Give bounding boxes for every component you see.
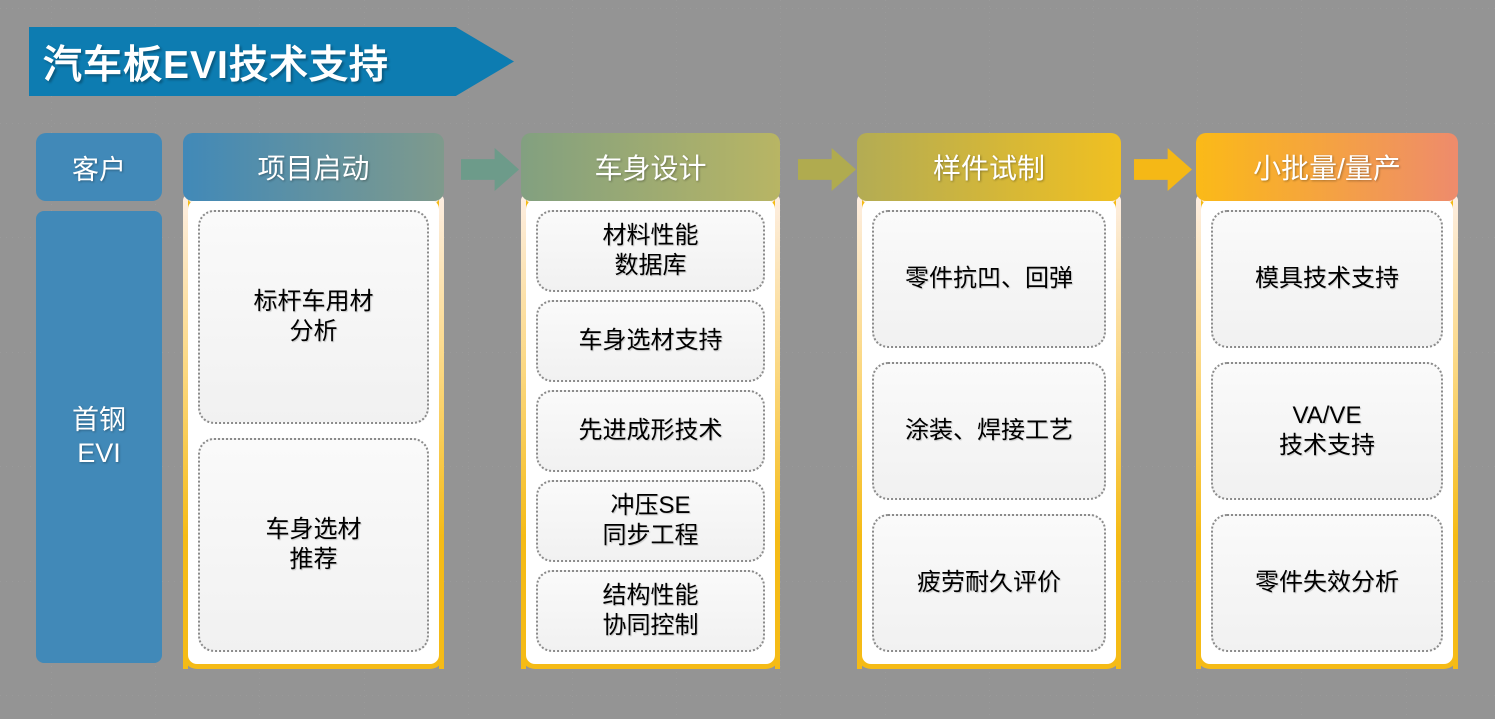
stage-card-line2: 协同控制 (602, 612, 699, 639)
stage-card[interactable]: 涂装、焊接工艺 (872, 362, 1106, 500)
stage-card[interactable]: 模具技术支持 (1211, 210, 1443, 348)
stage-card-line2: 同步工程 (602, 522, 699, 549)
stage-card-line1: 涂装、焊接工艺 (905, 416, 1073, 444)
stage-column-sample-trial[interactable]: 样件试制零件抗凹、回弹涂装、焊接工艺疲劳耐久评价 (857, 133, 1121, 669)
stage-card[interactable]: VA/VE 技术支持 (1211, 362, 1443, 500)
grid-line-vertical (468, 0, 469, 719)
stage-header-body-design[interactable]: 车身设计 (521, 133, 780, 201)
stage-card[interactable]: 结构性能协同控制 (536, 570, 765, 652)
stage-card-line2: 技术支持 (1279, 432, 1375, 459)
stage-card-line1: 疲劳耐久评价 (917, 568, 1061, 596)
customer-column: 客户 首钢 EVI (36, 133, 162, 663)
stage-body-project-kickoff: 标杆车用材分析车身选材推荐 (183, 195, 444, 669)
stage-card-line2: 推荐 (289, 546, 338, 573)
stage-card[interactable]: 标杆车用材分析 (198, 210, 429, 424)
arrow-design-to-trial (798, 148, 856, 191)
stage-header-sample-trial[interactable]: 样件试制 (857, 133, 1121, 201)
stage-column-body-design[interactable]: 车身设计材料性能数据库车身选材支持先进成形技术冲压SE 同步工程结构性能协同控制 (521, 133, 780, 669)
stage-card-line1: 零件抗凹、回弹 (905, 264, 1073, 292)
arrow-right-icon (1134, 148, 1192, 191)
stage-card-line1: 材料性能 (602, 221, 699, 249)
arrow-trial-to-production (1134, 148, 1192, 191)
stage-card-line1: 冲压SE (610, 491, 691, 519)
grid-line-horizontal (0, 8, 1495, 9)
stage-column-project-kickoff[interactable]: 项目启动标杆车用材分析车身选材推荐 (183, 133, 444, 669)
grid-line-horizontal (0, 695, 1495, 696)
stage-body-small-batch-mass-production: 模具技术支持 VA/VE 技术支持零件失效分析 (1196, 195, 1458, 669)
page-title: 汽车板EVI技术支持 (43, 43, 389, 87)
stage-card-line1: 零件失效分析 (1255, 568, 1399, 596)
stage-card[interactable]: 先进成形技术 (536, 390, 765, 472)
stage-card-line2: 数据库 (614, 252, 687, 279)
grid-line-vertical (780, 0, 781, 719)
stage-card-line1: 模具技术支持 (1255, 264, 1399, 292)
stage-card[interactable]: 车身选材推荐 (198, 438, 429, 652)
stage-card-line1: VA/VE (1292, 401, 1362, 429)
customer-header: 客户 (36, 133, 162, 201)
stage-card-line1: 先进成形技术 (578, 416, 723, 444)
stage-card[interactable]: 冲压SE 同步工程 (536, 480, 765, 562)
grid-line-horizontal (0, 123, 1495, 124)
arrow-right-icon (798, 148, 856, 191)
stage-card[interactable]: 材料性能数据库 (536, 210, 765, 292)
customer-body: 首钢 EVI (36, 211, 162, 663)
stage-body-body-design: 材料性能数据库车身选材支持先进成形技术冲压SE 同步工程结构性能协同控制 (521, 195, 780, 669)
title-banner-arrow-shape (29, 27, 514, 96)
stage-header-small-batch-mass-production[interactable]: 小批量/量产 (1196, 133, 1458, 201)
customer-body-line2: EVI (77, 438, 121, 468)
stage-card-line1: 结构性能 (602, 581, 699, 609)
stage-column-small-batch-mass-production[interactable]: 小批量/量产模具技术支持 VA/VE 技术支持零件失效分析 (1196, 133, 1458, 669)
stage-card-line1: 车身选材 (265, 515, 362, 543)
stage-card[interactable]: 车身选材支持 (536, 300, 765, 382)
stage-card[interactable]: 疲劳耐久评价 (872, 514, 1106, 652)
arrow-right-icon (461, 148, 519, 191)
stage-card-line1: 标杆车用材 (253, 287, 374, 315)
stage-header-project-kickoff[interactable]: 项目启动 (183, 133, 444, 201)
customer-body-line1: 首钢 (72, 405, 126, 436)
stage-card[interactable]: 零件失效分析 (1211, 514, 1443, 652)
stage-body-sample-trial: 零件抗凹、回弹涂装、焊接工艺疲劳耐久评价 (857, 195, 1121, 669)
stage-card-line2: 分析 (289, 318, 338, 345)
arrow-kickoff-to-design (461, 148, 519, 191)
slide-title-banner: 汽车板EVI技术支持 (29, 27, 514, 96)
stage-card[interactable]: 零件抗凹、回弹 (872, 210, 1106, 348)
stage-card-line1: 车身选材支持 (578, 326, 723, 354)
